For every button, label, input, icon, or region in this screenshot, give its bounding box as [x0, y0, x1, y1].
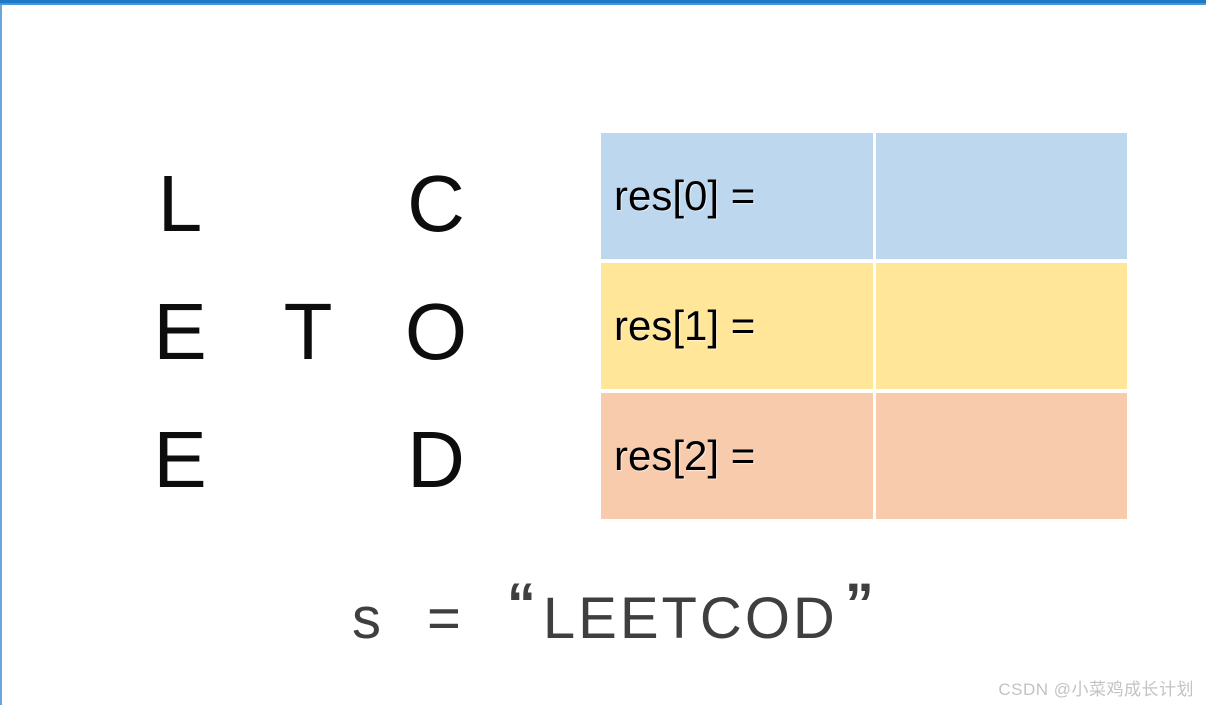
zigzag-cell-r1c2: O [404, 287, 468, 376]
string-expression: s = “ LEETCOD ” [352, 572, 874, 653]
expression-variable: s [352, 586, 381, 651]
table-row: res[2] = [601, 393, 1127, 519]
res0-value-cell [876, 133, 1127, 259]
open-quote: “ [506, 572, 536, 637]
expression-string-value: LEETCOD [542, 586, 838, 651]
zigzag-cell-r0c2: C [407, 159, 465, 248]
result-table: res[0] = res[1] = res[2] = [601, 133, 1127, 523]
equals-sign: = [427, 586, 461, 651]
zigzag-cell-r2c1 [244, 396, 372, 524]
window-top-border [0, 0, 1206, 5]
res2-value-cell [876, 393, 1127, 519]
zigzag-cell-r1c1: T [283, 287, 333, 376]
res1-value-cell [876, 263, 1127, 389]
csdn-watermark: CSDN @小菜鸡成长计划 [998, 680, 1194, 699]
table-row: res[0] = [601, 133, 1127, 259]
close-quote: ” [844, 572, 874, 637]
zigzag-cell-r1c0: E [153, 287, 207, 376]
zigzag-cell-r2c2: D [407, 415, 465, 504]
window-top-border-highlight [0, 3, 1206, 5]
window-left-border [0, 5, 2, 705]
zigzag-cell-r0c0: L [157, 159, 203, 248]
quoted-string: “ LEETCOD ” [507, 572, 874, 653]
zigzag-cell-r2c0: E [153, 415, 207, 504]
table-row: res[1] = [601, 263, 1127, 389]
zigzag-letter-grid: L C E T O E D [116, 140, 500, 524]
res1-label-cell: res[1] = [601, 263, 873, 389]
res2-label-cell: res[2] = [601, 393, 873, 519]
res0-label-cell: res[0] = [601, 133, 873, 259]
zigzag-cell-r0c1 [244, 140, 372, 268]
